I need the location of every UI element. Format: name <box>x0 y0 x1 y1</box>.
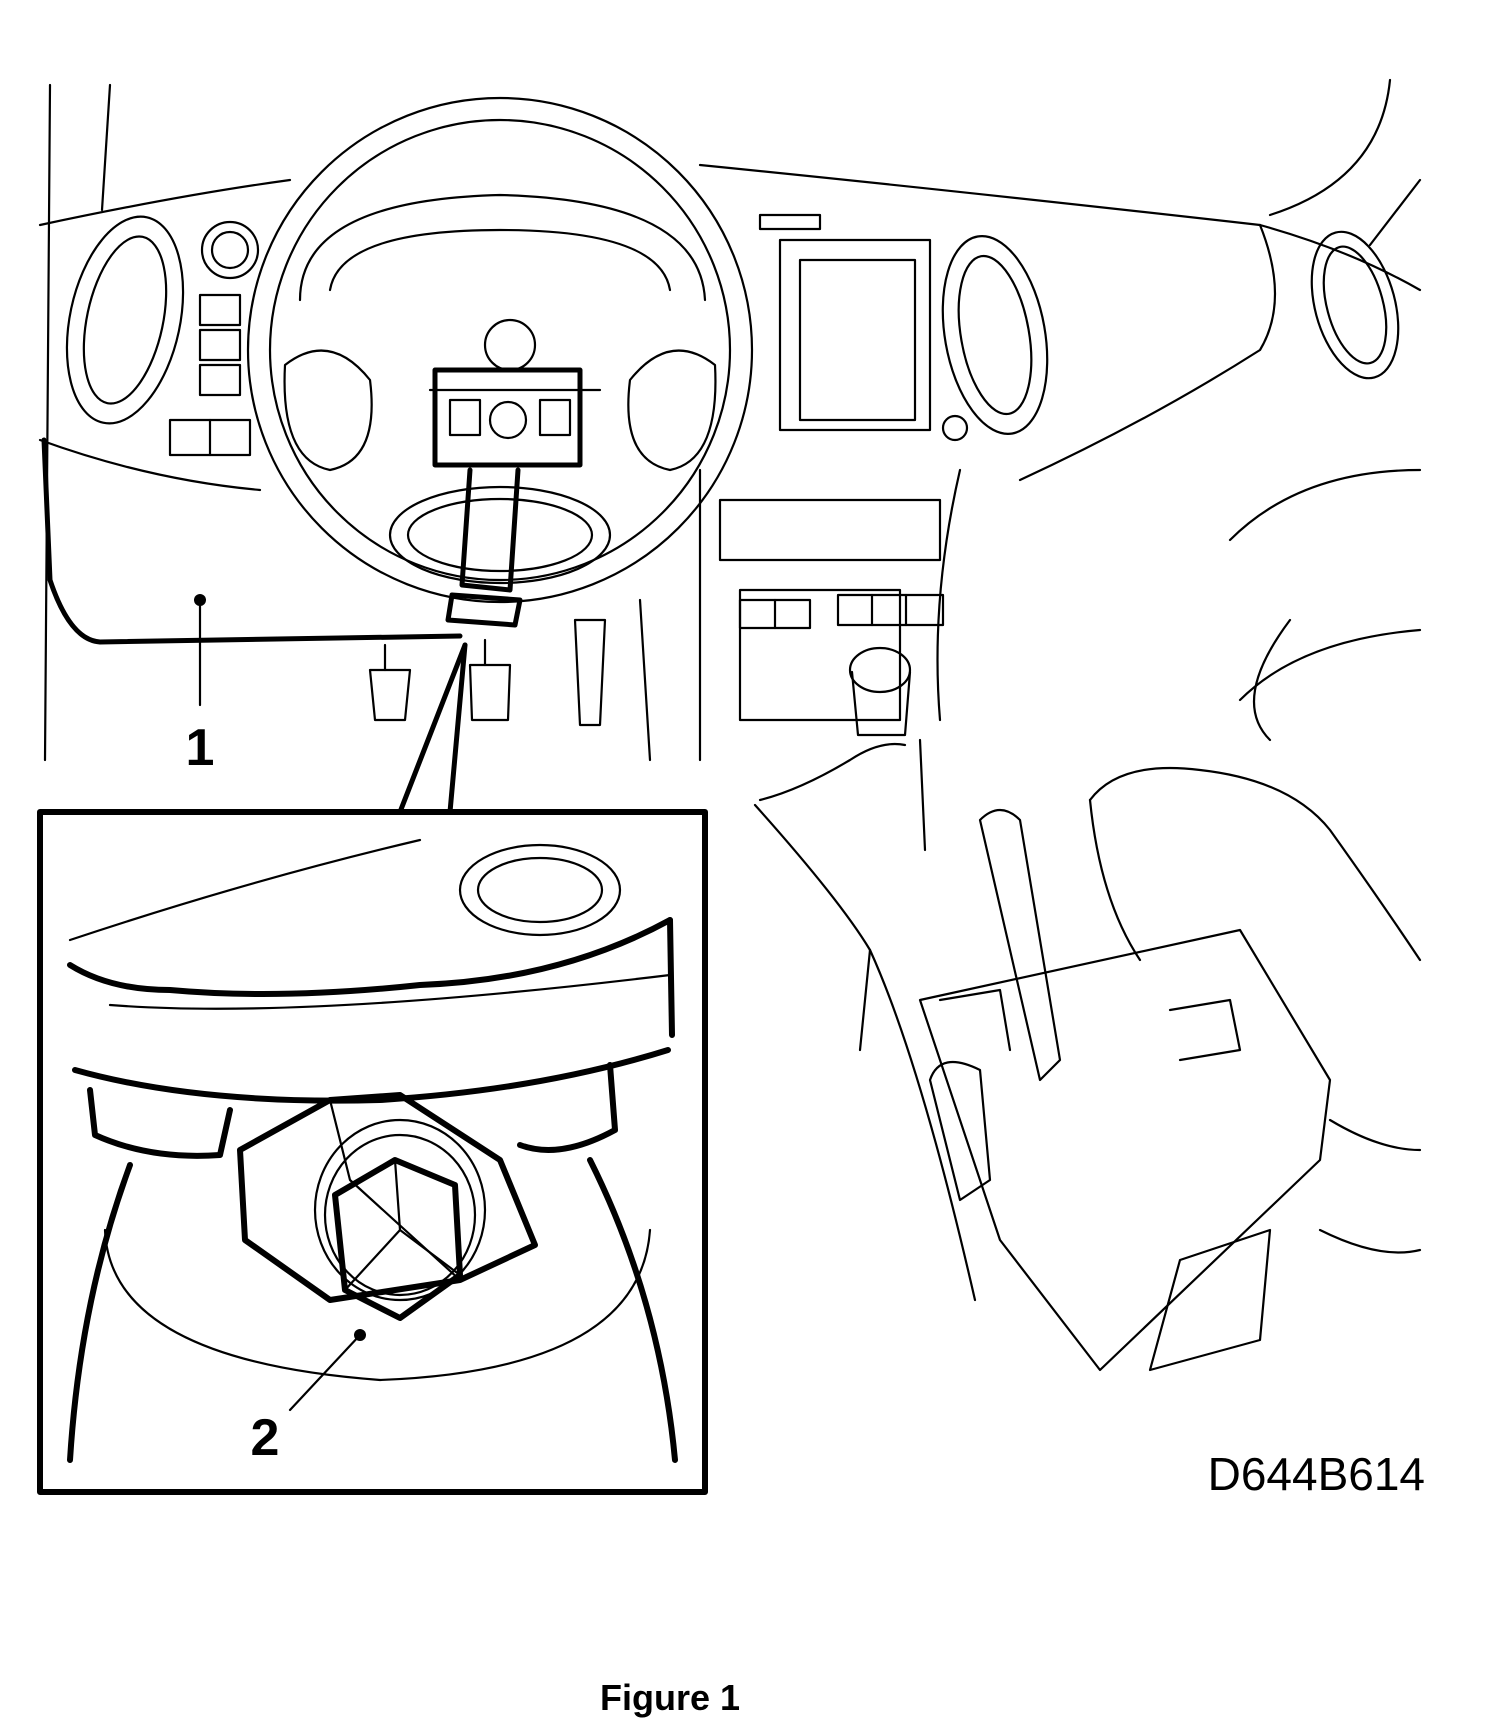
callout-2-leader <box>288 1333 362 1412</box>
detail-inset <box>37 809 708 1495</box>
inset-frame <box>37 809 708 1495</box>
callout-1-label: 1 <box>186 719 215 777</box>
dashboard-drawing <box>38 78 1422 1372</box>
callout-2-label: 2 <box>251 1409 280 1467</box>
callout-1: 1 <box>186 594 215 777</box>
callout-2: 2 <box>251 1329 366 1467</box>
figure-code: D644B614 <box>1208 1448 1425 1500</box>
figure-caption: Figure 1 <box>600 1677 740 1718</box>
zoom-leader <box>397 642 468 815</box>
steering-wheel <box>246 96 754 628</box>
